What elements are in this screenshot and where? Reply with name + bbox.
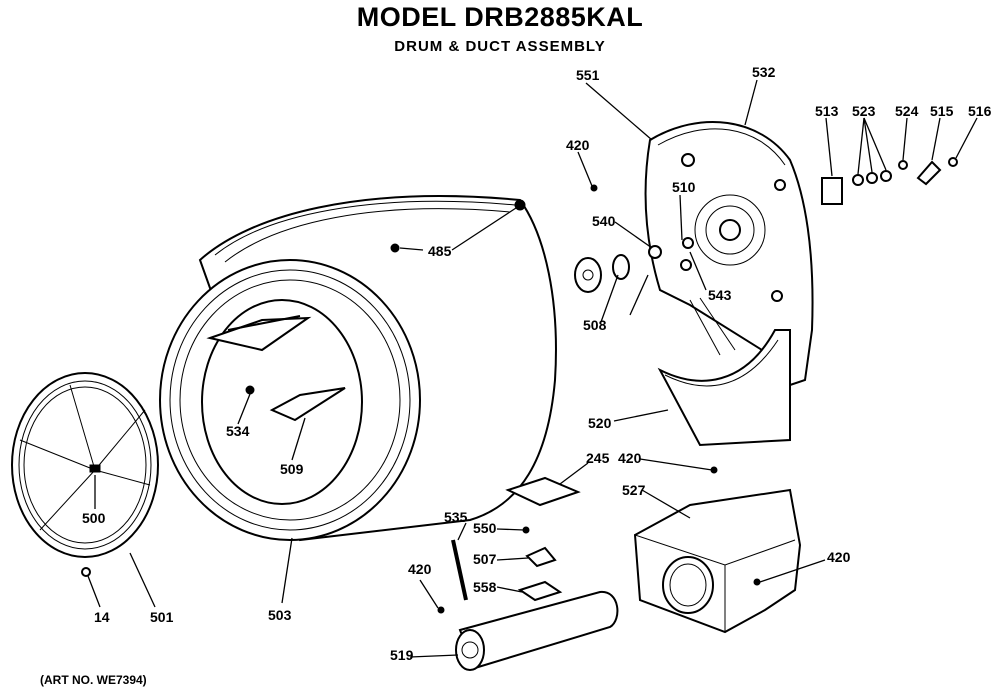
art-number: (ART NO. WE7394)	[40, 673, 147, 687]
callout-485: 485	[428, 243, 452, 259]
callout-245: 245	[586, 450, 610, 466]
callout-420-right: 420	[827, 549, 851, 565]
callout-509: 509	[280, 461, 304, 477]
callout-420-top: 420	[566, 137, 590, 153]
callout-513: 513	[815, 103, 839, 119]
callout-labels: 551 532 513 523 524 515 516 420 510 540 …	[82, 64, 992, 663]
callout-510: 510	[672, 179, 696, 195]
callout-523: 523	[852, 103, 876, 119]
door-seal-part	[11, 372, 159, 577]
callout-501: 501	[150, 609, 174, 625]
page-subtitle: DRUM & DUCT ASSEMBLY	[394, 38, 606, 55]
callout-14: 14	[94, 609, 110, 625]
small-parts	[437, 157, 958, 614]
callout-507: 507	[473, 551, 497, 567]
callout-527: 527	[622, 482, 646, 498]
callout-558: 558	[473, 579, 497, 595]
callout-503: 503	[268, 607, 292, 623]
callout-420-mid: 420	[618, 450, 642, 466]
heater-part	[455, 590, 619, 671]
drum-part	[159, 195, 557, 542]
leader-lines	[87, 79, 978, 658]
callout-540: 540	[592, 213, 616, 229]
rear-bulkhead-part	[644, 121, 814, 387]
page-title: MODEL DRB2885KAL	[356, 2, 644, 32]
blower-housing-part	[633, 488, 802, 634]
callout-551: 551	[576, 67, 600, 83]
callout-508: 508	[583, 317, 607, 333]
callout-534: 534	[226, 423, 250, 439]
callout-420-left: 420	[408, 561, 432, 577]
callout-535: 535	[444, 509, 468, 525]
callout-543: 543	[708, 287, 732, 303]
callout-520: 520	[588, 415, 612, 431]
callout-500: 500	[82, 510, 106, 526]
callout-524: 524	[895, 103, 919, 119]
callout-515: 515	[930, 103, 954, 119]
callout-532: 532	[752, 64, 776, 80]
callout-550: 550	[473, 520, 497, 536]
callout-516: 516	[968, 103, 992, 119]
callout-519: 519	[390, 647, 414, 663]
lower-duct-part	[657, 297, 791, 447]
